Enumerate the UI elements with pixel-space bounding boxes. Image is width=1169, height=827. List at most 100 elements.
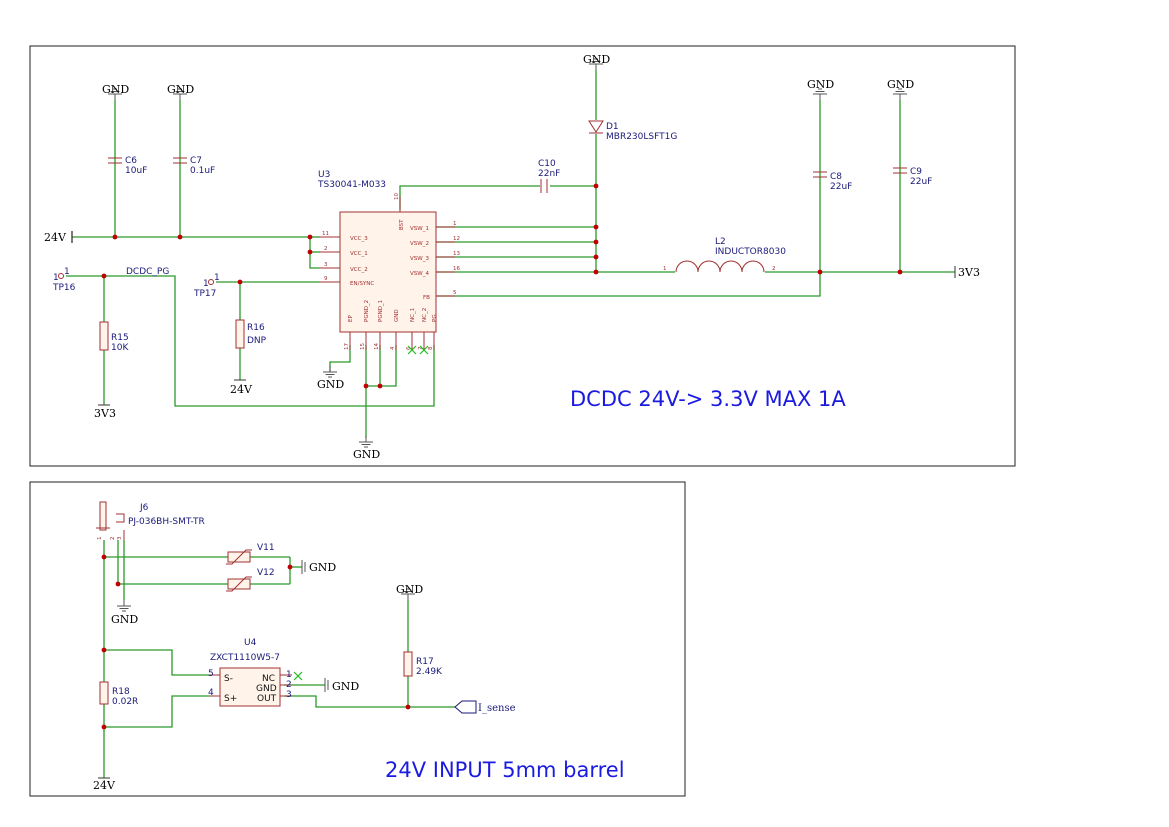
svg-text:R15: R15: [111, 333, 129, 343]
svg-text:10K: 10K: [111, 343, 129, 353]
svg-text:TP16: TP16: [52, 283, 76, 293]
svg-text:VSW_1: VSW_1: [410, 226, 429, 232]
svg-text:C6: C6: [125, 156, 137, 166]
input-title-note: 24V INPUT 5mm barrel: [385, 758, 625, 782]
svg-text:GND: GND: [317, 378, 344, 391]
svg-text:24V: 24V: [93, 779, 116, 792]
svg-text:MBR230LSFT1G: MBR230LSFT1G: [606, 132, 677, 142]
resistor-r15: R15 10K: [99, 321, 129, 353]
svg-text:GND: GND: [807, 78, 834, 91]
gnd-r17-label: GND: [396, 583, 423, 596]
svg-text:GND: GND: [887, 78, 914, 91]
gnd-pgnd: GND: [353, 435, 380, 461]
capacitor-c7: C7 0.1uF: [173, 156, 215, 176]
svg-text:1: 1: [453, 221, 457, 227]
svg-text:22nF: 22nF: [538, 169, 560, 179]
gnd-j6-label: GND: [111, 613, 138, 626]
svg-text:PGND_1: PGND_1: [378, 300, 384, 322]
svg-text:BST: BST: [399, 219, 405, 230]
resistor-r16: R16 DNP: [235, 319, 267, 349]
svg-text:DNP: DNP: [247, 336, 267, 346]
svg-text:8: 8: [428, 346, 434, 350]
svg-text:FB: FB: [423, 295, 430, 301]
net-3v3-r15: 3V3: [94, 404, 116, 420]
inductor-l2: 1 2 L2 INDUCTOR8030: [663, 237, 786, 273]
svg-text:V12: V12: [257, 568, 275, 578]
svg-text:22uF: 22uF: [910, 177, 932, 187]
svg-text:16: 16: [453, 266, 460, 272]
svg-text:C7: C7: [190, 156, 202, 166]
gnd-u4: GND: [324, 678, 359, 693]
svg-text:L2: L2: [715, 237, 726, 247]
svg-text:C10: C10: [538, 159, 556, 169]
svg-text:GND: GND: [256, 684, 277, 694]
svg-text:EP: EP: [348, 315, 354, 322]
capacitor-c8: C8 22uF: [813, 171, 852, 192]
capacitor-c10: C10 22nF: [538, 159, 560, 193]
svg-text:1: 1: [203, 279, 209, 289]
svg-text:NC_2: NC_2: [422, 308, 428, 322]
svg-text:2: 2: [286, 680, 292, 690]
global-label-i-sense: I_sense: [454, 700, 516, 714]
connector-j6: 1 2 3 J6 PJ-036BH-SMT-TR: [96, 501, 205, 541]
gnd-c8: GND: [807, 78, 834, 101]
svg-text:1: 1: [286, 670, 292, 680]
svg-text:D1: D1: [606, 122, 619, 132]
svg-text:OUT: OUT: [257, 694, 277, 704]
net-dcdc-pg-label: DCDC_PG: [126, 267, 169, 277]
svg-text:2: 2: [772, 266, 776, 272]
svg-text:U4: U4: [244, 638, 257, 648]
gnd-j6: [116, 599, 132, 612]
input-junctions: [101, 554, 411, 730]
svg-text:3: 3: [117, 536, 123, 540]
svg-text:17: 17: [344, 343, 350, 350]
svg-text:VSW_2: VSW_2: [410, 241, 429, 247]
svg-text:TS30041-M033: TS30041-M033: [317, 180, 386, 190]
svg-text:GND: GND: [332, 680, 359, 693]
svg-text:1: 1: [53, 273, 59, 283]
dcdc-title-note: DCDC 24V-> 3.3V MAX 1A: [570, 387, 846, 411]
svg-text:11: 11: [322, 231, 329, 237]
svg-text:9: 9: [324, 276, 328, 282]
svg-text:2: 2: [110, 537, 116, 541]
svg-text:VCC_1: VCC_1: [350, 251, 368, 257]
svg-text:C9: C9: [910, 167, 922, 177]
svg-text:GND: GND: [353, 448, 380, 461]
gnd-c9: GND: [887, 78, 914, 101]
svg-text:15: 15: [360, 343, 366, 350]
svg-text:3: 3: [324, 262, 328, 268]
svg-text:R16: R16: [247, 323, 265, 333]
svg-text:22uF: 22uF: [830, 182, 852, 192]
svg-text:I_sense: I_sense: [478, 703, 516, 714]
svg-text:4: 4: [390, 346, 396, 350]
input-section-frame: [29, 481, 686, 797]
svg-text:7: 7: [418, 346, 424, 350]
diode-d1: D1 MBR230LSFT1G: [588, 120, 677, 142]
dcdc-section-frame: [29, 45, 1016, 467]
svg-text:3V3: 3V3: [958, 266, 980, 279]
svg-text:GND: GND: [583, 53, 610, 66]
svg-text:GND: GND: [167, 83, 194, 96]
svg-text:NC: NC: [262, 674, 275, 684]
svg-text:2.49K: 2.49K: [416, 667, 443, 677]
net-24v-dcdc: 24V: [44, 231, 73, 244]
svg-text:V11: V11: [257, 543, 275, 553]
dcdc-wires: [66, 70, 955, 438]
gnd-ep: GND: [317, 365, 344, 391]
svg-text:24V: 24V: [230, 383, 253, 396]
testpoint-tp16: 1 1 TP16: [52, 267, 76, 293]
svg-text:C8: C8: [830, 172, 842, 182]
svg-text:5: 5: [453, 290, 457, 296]
svg-text:TP17: TP17: [193, 289, 216, 299]
svg-text:J6: J6: [139, 503, 149, 513]
svg-text:PG: PG: [432, 314, 438, 322]
svg-text:10uF: 10uF: [125, 166, 147, 176]
svg-text:3V3: 3V3: [94, 407, 116, 420]
svg-text:GND: GND: [102, 83, 129, 96]
svg-text:24V: 24V: [44, 231, 67, 244]
svg-text:NC_1: NC_1: [410, 308, 416, 322]
svg-text:S-: S-: [224, 674, 233, 684]
capacitor-c9: C9 22uF: [893, 167, 932, 187]
svg-text:VCC_3: VCC_3: [350, 236, 368, 242]
svg-text:4: 4: [208, 688, 214, 698]
